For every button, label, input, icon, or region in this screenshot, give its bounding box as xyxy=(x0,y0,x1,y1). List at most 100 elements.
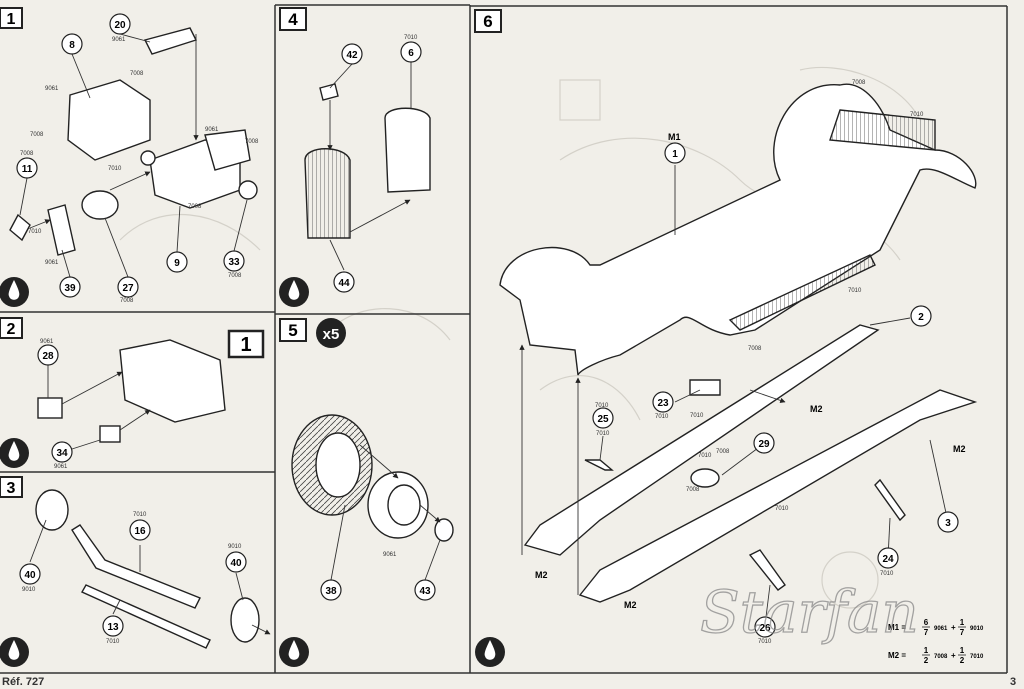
step-4-number: 4 xyxy=(288,10,298,29)
part-callout-25: 25 xyxy=(592,407,614,429)
svg-text:7010: 7010 xyxy=(404,35,418,41)
svg-text:7008: 7008 xyxy=(686,487,700,493)
front-axle xyxy=(71,524,201,609)
svg-text:25: 25 xyxy=(597,414,609,425)
svg-text:7008: 7008 xyxy=(228,273,242,279)
svg-text:7010: 7010 xyxy=(133,512,147,518)
glue-drop-icon-step2 xyxy=(0,438,29,468)
mix-formula-m1: M1 = 6 7 9061 + 1 7 9010 xyxy=(888,618,984,637)
panel-grid xyxy=(0,4,1008,674)
svg-text:2: 2 xyxy=(924,656,929,665)
step-label-4: 4 xyxy=(279,7,307,31)
multiplier-badge: x5 xyxy=(316,318,346,348)
svg-text:7008: 7008 xyxy=(852,80,866,86)
part-callout-9: 9 xyxy=(166,251,188,273)
glue-drop-icon-step5 xyxy=(0,637,29,667)
running-board xyxy=(728,254,876,331)
step-label-1: 1 xyxy=(0,7,23,29)
svg-text:7010: 7010 xyxy=(698,453,712,459)
glue-drop-icon-step3 xyxy=(279,637,309,667)
step-2-number: 2 xyxy=(7,321,16,338)
firewall-part xyxy=(67,79,151,161)
glue-drop-icons xyxy=(0,277,505,667)
part-callout-29: 29 xyxy=(753,432,775,454)
svg-text:7008: 7008 xyxy=(245,139,259,145)
svg-text:34: 34 xyxy=(56,448,68,459)
svg-text:7010: 7010 xyxy=(775,506,789,512)
svg-text:2: 2 xyxy=(960,656,965,665)
svg-text:M1 =: M1 = xyxy=(888,623,906,632)
engine-assembly xyxy=(119,339,226,423)
step-label-5: 5 xyxy=(279,318,307,342)
svg-text:42: 42 xyxy=(346,50,358,61)
gearbox-part xyxy=(204,129,251,171)
svg-text:7010: 7010 xyxy=(970,654,984,660)
svg-text:7: 7 xyxy=(924,628,929,637)
svg-text:13: 13 xyxy=(107,622,119,633)
svg-text:43: 43 xyxy=(419,586,431,597)
fan-part xyxy=(238,180,258,200)
svg-text:33: 33 xyxy=(228,257,240,268)
svg-text:7008: 7008 xyxy=(130,71,144,77)
part-callout-3: 3 xyxy=(937,511,959,533)
svg-text:1: 1 xyxy=(672,149,678,160)
svg-text:28: 28 xyxy=(42,351,54,362)
svg-text:1: 1 xyxy=(960,618,965,627)
bracket-24 xyxy=(874,478,906,522)
step6-leaders xyxy=(519,165,949,626)
hub-cap xyxy=(434,518,454,542)
tire-inner xyxy=(315,432,361,498)
svg-text:M2 =: M2 = xyxy=(888,651,906,660)
part-callout-38: 38 xyxy=(320,579,342,601)
radiator-shell xyxy=(384,107,431,193)
part-callout-39: 39 xyxy=(59,276,81,298)
engine-reference-box: 1 xyxy=(227,329,265,359)
small-lever-part xyxy=(9,213,31,242)
svg-text:6: 6 xyxy=(408,48,414,59)
svg-text:6: 6 xyxy=(924,618,929,627)
svg-text:+: + xyxy=(951,623,956,632)
step-1-number: 1 xyxy=(7,11,16,28)
part-callouts: 20 8 11 27 39 9 33 28 34 16 40 40 13 42 … xyxy=(16,13,959,638)
step-3-number: 3 xyxy=(7,480,16,497)
svg-text:1: 1 xyxy=(924,646,929,655)
clutch-part xyxy=(81,190,119,220)
svg-text:7008: 7008 xyxy=(20,151,34,157)
svg-text:M2: M2 xyxy=(535,570,548,580)
svg-text:7010: 7010 xyxy=(880,571,894,577)
brake-drum-left xyxy=(35,489,69,531)
part-callout-44: 44 xyxy=(333,271,355,293)
step5-drawing xyxy=(291,414,454,542)
radiator-grille xyxy=(304,148,351,239)
svg-text:44: 44 xyxy=(338,278,350,289)
svg-text:M2: M2 xyxy=(624,600,637,610)
svg-text:24: 24 xyxy=(882,554,894,565)
svg-text:40: 40 xyxy=(230,558,242,569)
svg-text:7010: 7010 xyxy=(108,166,122,172)
svg-text:9061: 9061 xyxy=(40,339,54,345)
svg-text:7010: 7010 xyxy=(848,288,862,294)
step-6-number: 6 xyxy=(483,12,492,31)
svg-text:3: 3 xyxy=(945,518,951,529)
svg-text:2: 2 xyxy=(918,312,924,323)
step-label-2: 2 xyxy=(0,317,23,339)
svg-text:+: + xyxy=(951,651,956,660)
part-callout-26: 26 xyxy=(754,616,776,638)
svg-text:7010: 7010 xyxy=(690,413,704,419)
step1-drawing xyxy=(9,27,258,256)
svg-text:27: 27 xyxy=(122,283,134,294)
svg-text:7010: 7010 xyxy=(910,112,924,118)
svg-text:7008: 7008 xyxy=(934,654,948,660)
engine-head-part xyxy=(143,27,197,55)
svg-text:39: 39 xyxy=(64,283,76,294)
step-label-6: 6 xyxy=(474,9,502,33)
engine-reference-label: 1 xyxy=(240,334,251,356)
svg-text:9061: 9061 xyxy=(383,552,397,558)
step-5-number: 5 xyxy=(288,321,297,340)
part-callout-13: 13 xyxy=(102,615,124,637)
step2-leaders xyxy=(47,365,151,450)
svg-text:23: 23 xyxy=(657,398,669,409)
bracket-25 xyxy=(584,459,614,471)
differential-29 xyxy=(690,468,720,488)
part-callout-40-right: 40 xyxy=(225,551,247,573)
